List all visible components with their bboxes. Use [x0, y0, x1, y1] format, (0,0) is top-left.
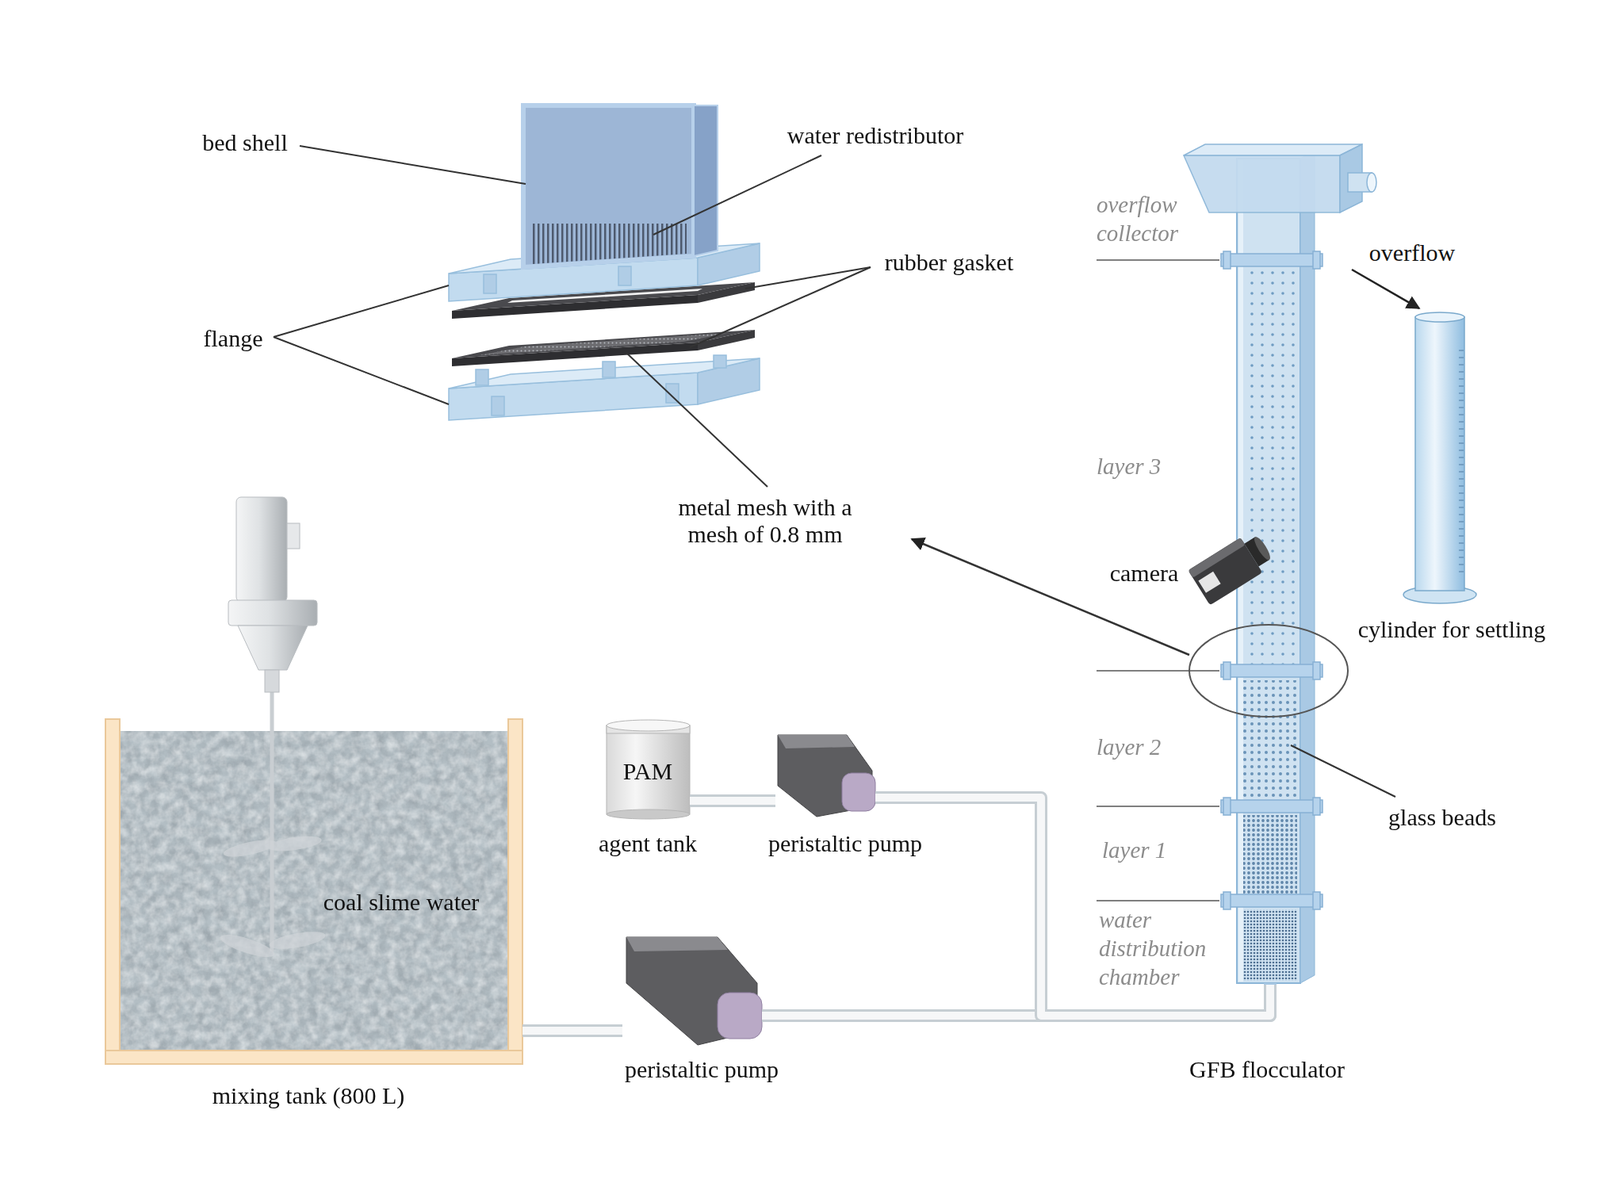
node-text: coal slime water: [323, 888, 480, 916]
part-label: overflow collector: [1096, 190, 1208, 248]
pipe-wall: [875, 797, 1271, 1016]
pipe-core: [875, 797, 1271, 1016]
flange-detail: [448, 105, 760, 421]
camera-icon: [1188, 528, 1278, 606]
node-text: mixing tank (800 L): [212, 1082, 405, 1110]
node-text: PAM: [623, 757, 673, 785]
mixing-tank-node: coal slime watermixing tank (800 L): [105, 719, 523, 1065]
glass-beads: [1243, 815, 1298, 896]
glass-beads: [1243, 680, 1298, 802]
node-text: agent tank: [598, 830, 697, 858]
glass-beads: [1243, 909, 1298, 981]
settling-cylinder: [1403, 312, 1477, 604]
pump-node: peristaltic pump: [775, 732, 876, 817]
impeller: [218, 833, 327, 961]
gfb-column: [1183, 144, 1377, 988]
part-label: layer 3: [1096, 451, 1161, 481]
leader-lines: [273, 145, 1396, 901]
part-label: glass beads: [1388, 803, 1497, 831]
peristaltic-pump: [626, 937, 762, 1045]
pipe-wall: [522, 1024, 623, 1038]
pipe-connector: [522, 1030, 623, 1032]
pipe-connector: [689, 800, 776, 802]
part-label: metal mesh with a mesh of 0.8 mm: [658, 493, 873, 548]
node-text: GFB flocculator: [1189, 1056, 1345, 1084]
pipe-wall: [689, 794, 776, 808]
part-label: flange: [203, 325, 264, 353]
flow-arrow: [1351, 269, 1420, 309]
water: [119, 731, 509, 1051]
pipe-core: [522, 1026, 623, 1035]
part-label: water distribution chamber: [1098, 905, 1234, 992]
cylinder-node: cylinder for settling: [1401, 313, 1477, 605]
part-label: rubber gasket: [884, 248, 1014, 276]
pipe-connector: [875, 797, 1271, 1016]
mixing-tank: [105, 689, 523, 1065]
arrow-line: [1351, 269, 1420, 309]
pump-node: peristaltic pump: [622, 933, 764, 1046]
agent-tank: [606, 719, 690, 820]
tank-wall: [105, 1050, 523, 1065]
part-label: camera: [1110, 559, 1179, 587]
water-texture: [119, 731, 509, 1051]
mesh-gasket: [451, 329, 755, 367]
glass-beads: [1243, 269, 1298, 667]
node-text: peristaltic pump: [768, 830, 923, 858]
tank-wall: [105, 719, 120, 1065]
pipe-core: [689, 796, 776, 805]
part-label: bed shell: [202, 129, 288, 157]
node-text: peristaltic pump: [624, 1056, 779, 1084]
tank-wall: [508, 719, 523, 1065]
bed-shell: [523, 105, 718, 268]
part-label: layer 2: [1096, 732, 1161, 762]
part-label: water redistributor: [787, 122, 964, 150]
flocculator-node: GFB flocculator: [1183, 150, 1352, 985]
part-label: layer 1: [1102, 835, 1167, 865]
water-texture: [119, 731, 509, 1051]
overflow-collector: [1183, 144, 1377, 213]
peristaltic-pump: [777, 734, 876, 817]
stirrer-motor: [228, 497, 318, 693]
node-text: cylinder for settling: [1358, 616, 1547, 644]
edge-label: overflow: [1366, 239, 1458, 267]
stirrer-shaft: [270, 689, 275, 952]
agent-tank-node: PAMagent tank: [606, 720, 690, 820]
lower-flange: [448, 355, 760, 421]
